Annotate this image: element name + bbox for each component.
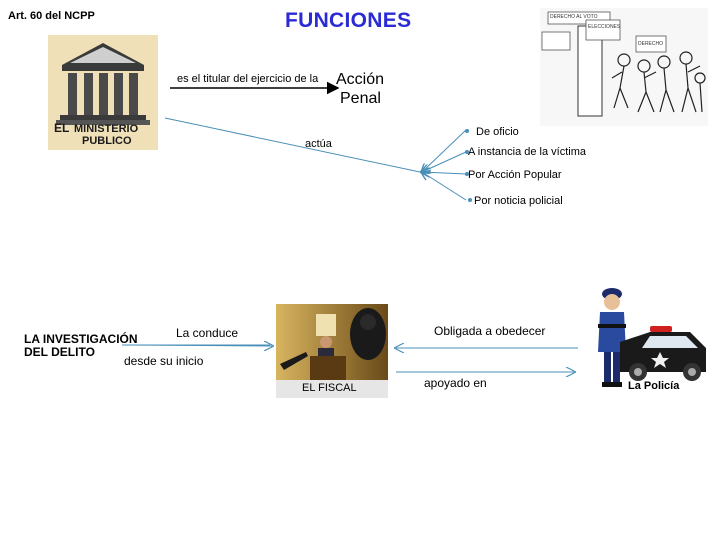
- ministerio-label-line2: PUBLICO: [82, 135, 132, 147]
- comic-sign-2: ELECCIONES: [588, 24, 621, 30]
- conduce-label: La conduce: [176, 326, 239, 340]
- option-dot-4: [468, 198, 472, 202]
- option-de-oficio: De oficio: [476, 126, 519, 138]
- option-noticia-policial: Por noticia policial: [474, 195, 563, 207]
- courthouse-icon: [48, 35, 158, 150]
- option-accion-popular: Por Acción Popular: [468, 169, 562, 181]
- fan-line-4: [422, 172, 467, 201]
- obligada-label: Obligada a obedecer: [434, 324, 546, 338]
- accion-label: Acción: [336, 71, 385, 88]
- investigacion-line2: DEL DELITO: [24, 345, 95, 359]
- fan-line-3: [422, 172, 467, 174]
- titular-text: es el titular del ejercicio de la: [177, 73, 319, 85]
- comic-sign-1: DERECHO AL VOTO: [550, 14, 598, 20]
- comic-image: DERECHO AL VOTO ELECCIONES DERECHO: [540, 8, 708, 126]
- protest-crowd-icon: [540, 8, 708, 126]
- conduce-arrow: [124, 345, 272, 346]
- fiscal-caption: EL FISCAL: [302, 382, 357, 394]
- fan-line-2: [422, 151, 467, 172]
- page-title: FUNCIONES: [285, 9, 412, 32]
- actua-line: [164, 117, 421, 173]
- fan-line-1: [422, 129, 467, 172]
- option-dot-1: [465, 129, 469, 133]
- policia-label: La Policía: [628, 380, 680, 392]
- policia-image: La Policía: [590, 282, 710, 394]
- ministerio-label-line1: MINISTERIO: [74, 123, 139, 135]
- apoyado-label: apoyado en: [424, 376, 487, 390]
- investigacion-line1: LA INVESTIGACIÓN: [24, 332, 138, 346]
- option-dot-3: [465, 172, 469, 176]
- courtroom-icon: [276, 304, 388, 380]
- ministerio-prefix: EL: [54, 121, 70, 135]
- desde-label: desde su inicio: [124, 354, 204, 368]
- penal-label: Penal: [340, 90, 381, 107]
- option-instancia-victima: A instancia de la víctima: [468, 146, 587, 158]
- fiscal-caption-bg: [276, 380, 388, 398]
- comic-sign-3: DERECHO: [638, 41, 664, 47]
- fiscal-image: EL FISCAL: [276, 304, 388, 398]
- option-dot-2: [465, 150, 469, 154]
- police-officer-car-icon: [598, 288, 706, 387]
- ministerio-publico-image: EL MINISTERIO PUBLICO: [48, 35, 158, 150]
- actua-label: actúa: [305, 138, 332, 150]
- article-reference: Art. 60 del NCPP: [8, 10, 95, 22]
